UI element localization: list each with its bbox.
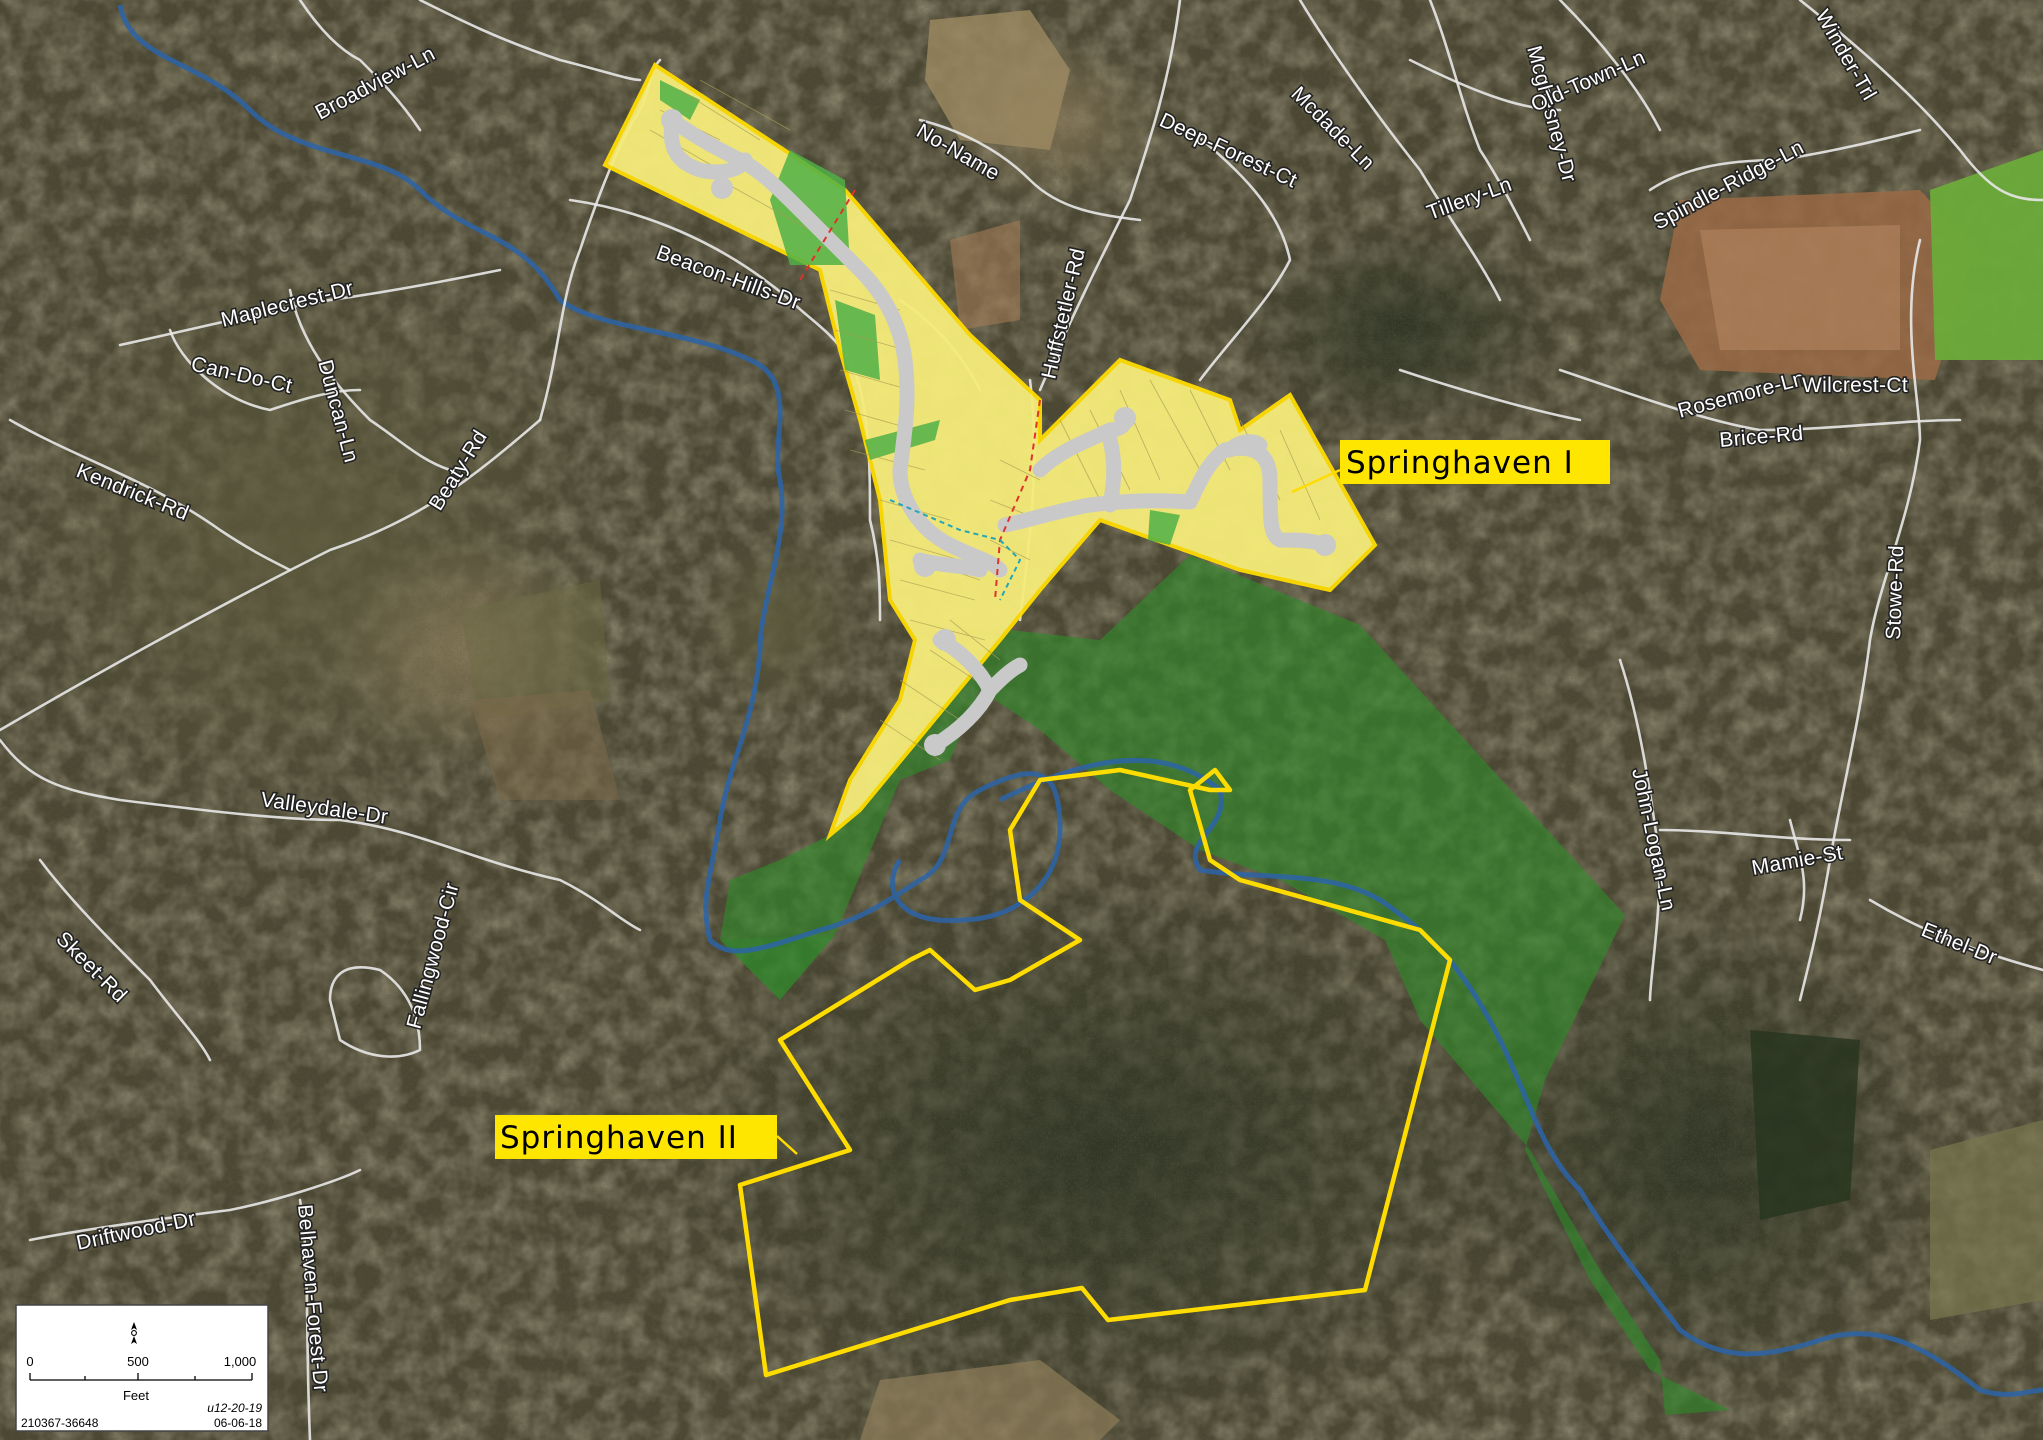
label-leader bbox=[776, 1135, 798, 1155]
revision-code: u12-20-19 bbox=[207, 1401, 262, 1415]
springhaven-1-subdivision bbox=[602, 62, 1378, 842]
map-date: 06-06-18 bbox=[214, 1416, 262, 1430]
road-label: Wilcrest-Ct bbox=[1802, 374, 1908, 397]
map-id: 210367-36648 bbox=[21, 1416, 99, 1430]
label-box bbox=[1340, 440, 1610, 484]
area-label-springhaven-1: Springhaven I bbox=[1346, 445, 1574, 481]
area-label-springhaven-2: Springhaven II bbox=[500, 1120, 738, 1156]
springhaven-2-label: Springhaven II bbox=[495, 1115, 798, 1159]
springhaven-1-label: Springhaven I bbox=[1291, 440, 1610, 494]
label-box bbox=[495, 1115, 777, 1159]
road-label: Stowe-Rd bbox=[1882, 545, 1908, 640]
label-leader bbox=[1291, 468, 1341, 494]
north-arrow-icon bbox=[131, 1322, 137, 1344]
springhaven-2-boundary bbox=[737, 767, 1453, 1378]
scale-tick-label: 500 bbox=[127, 1354, 149, 1369]
scale-bar-box: 0 500 1,000 Feet 210367-36648 u12-20-19 … bbox=[15, 1304, 269, 1432]
scale-tick-label: 0 bbox=[26, 1354, 33, 1369]
scale-unit: Feet bbox=[123, 1388, 149, 1403]
scale-tick-label: 1,000 bbox=[224, 1354, 257, 1369]
